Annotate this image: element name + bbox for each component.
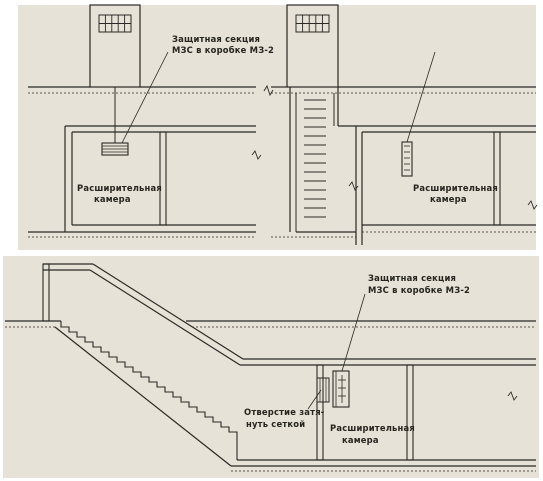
top-right-view: Расширительная камера [263, 4, 538, 245]
vent-grille-icon [295, 14, 330, 33]
mesh-opening [316, 377, 330, 403]
leader-line-top-right [406, 51, 436, 143]
label-protective-section-2: Защитная секция [368, 273, 456, 283]
leader-line-top-left [121, 51, 169, 144]
ground-surface-right [263, 84, 536, 97]
label-protective-box-1: МЗС в коробке МЗ-2 [172, 45, 274, 55]
ground-surface-left [28, 86, 256, 94]
bottom-panel-paper [3, 256, 539, 478]
label-chamber-left-2: камера [94, 194, 131, 204]
leader-line-bottom-opening [307, 389, 322, 410]
label-chamber-left-1: Расширительная [77, 183, 162, 193]
ground-surface-bottom [5, 320, 536, 328]
label-protective-section-1: Защитная секция [172, 34, 260, 44]
protective-section-box-left [101, 142, 129, 156]
shelter-structure-bottom [231, 364, 536, 472]
label-chamber-right-2: камера [430, 194, 467, 204]
label-opening-2: нуть сеткой [246, 419, 305, 429]
stairway [54, 321, 238, 467]
vent-tower-right [286, 4, 339, 88]
top-panel-paper [18, 5, 536, 250]
protective-section-box-bottom [332, 370, 350, 408]
leader-line-bottom-box [341, 293, 366, 372]
label-chamber-right-1: Расширительная [413, 183, 498, 193]
bottom-panel: Защитная секция МЗС в коробке МЗ-2 Отвер… [3, 256, 539, 478]
label-chamber-bottom-1: Расширительная [330, 423, 415, 433]
top-left-view: Защитная секция МЗС в коробке МЗ-2 Расши… [28, 4, 274, 238]
label-opening-1: Отверстие затя- [244, 407, 325, 417]
shelter-structure-left [28, 125, 262, 233]
ladder-shaft [289, 87, 339, 232]
label-chamber-bottom-2: камера [342, 435, 379, 445]
corridor-roof [89, 263, 536, 366]
top-panel: Защитная секция МЗС в коробке МЗ-2 Расши… [18, 4, 538, 250]
vent-grille-icon [98, 14, 132, 33]
label-protective-box-2: МЗС в коробке МЗ-2 [368, 285, 470, 295]
shelter-structure-right [271, 125, 538, 245]
